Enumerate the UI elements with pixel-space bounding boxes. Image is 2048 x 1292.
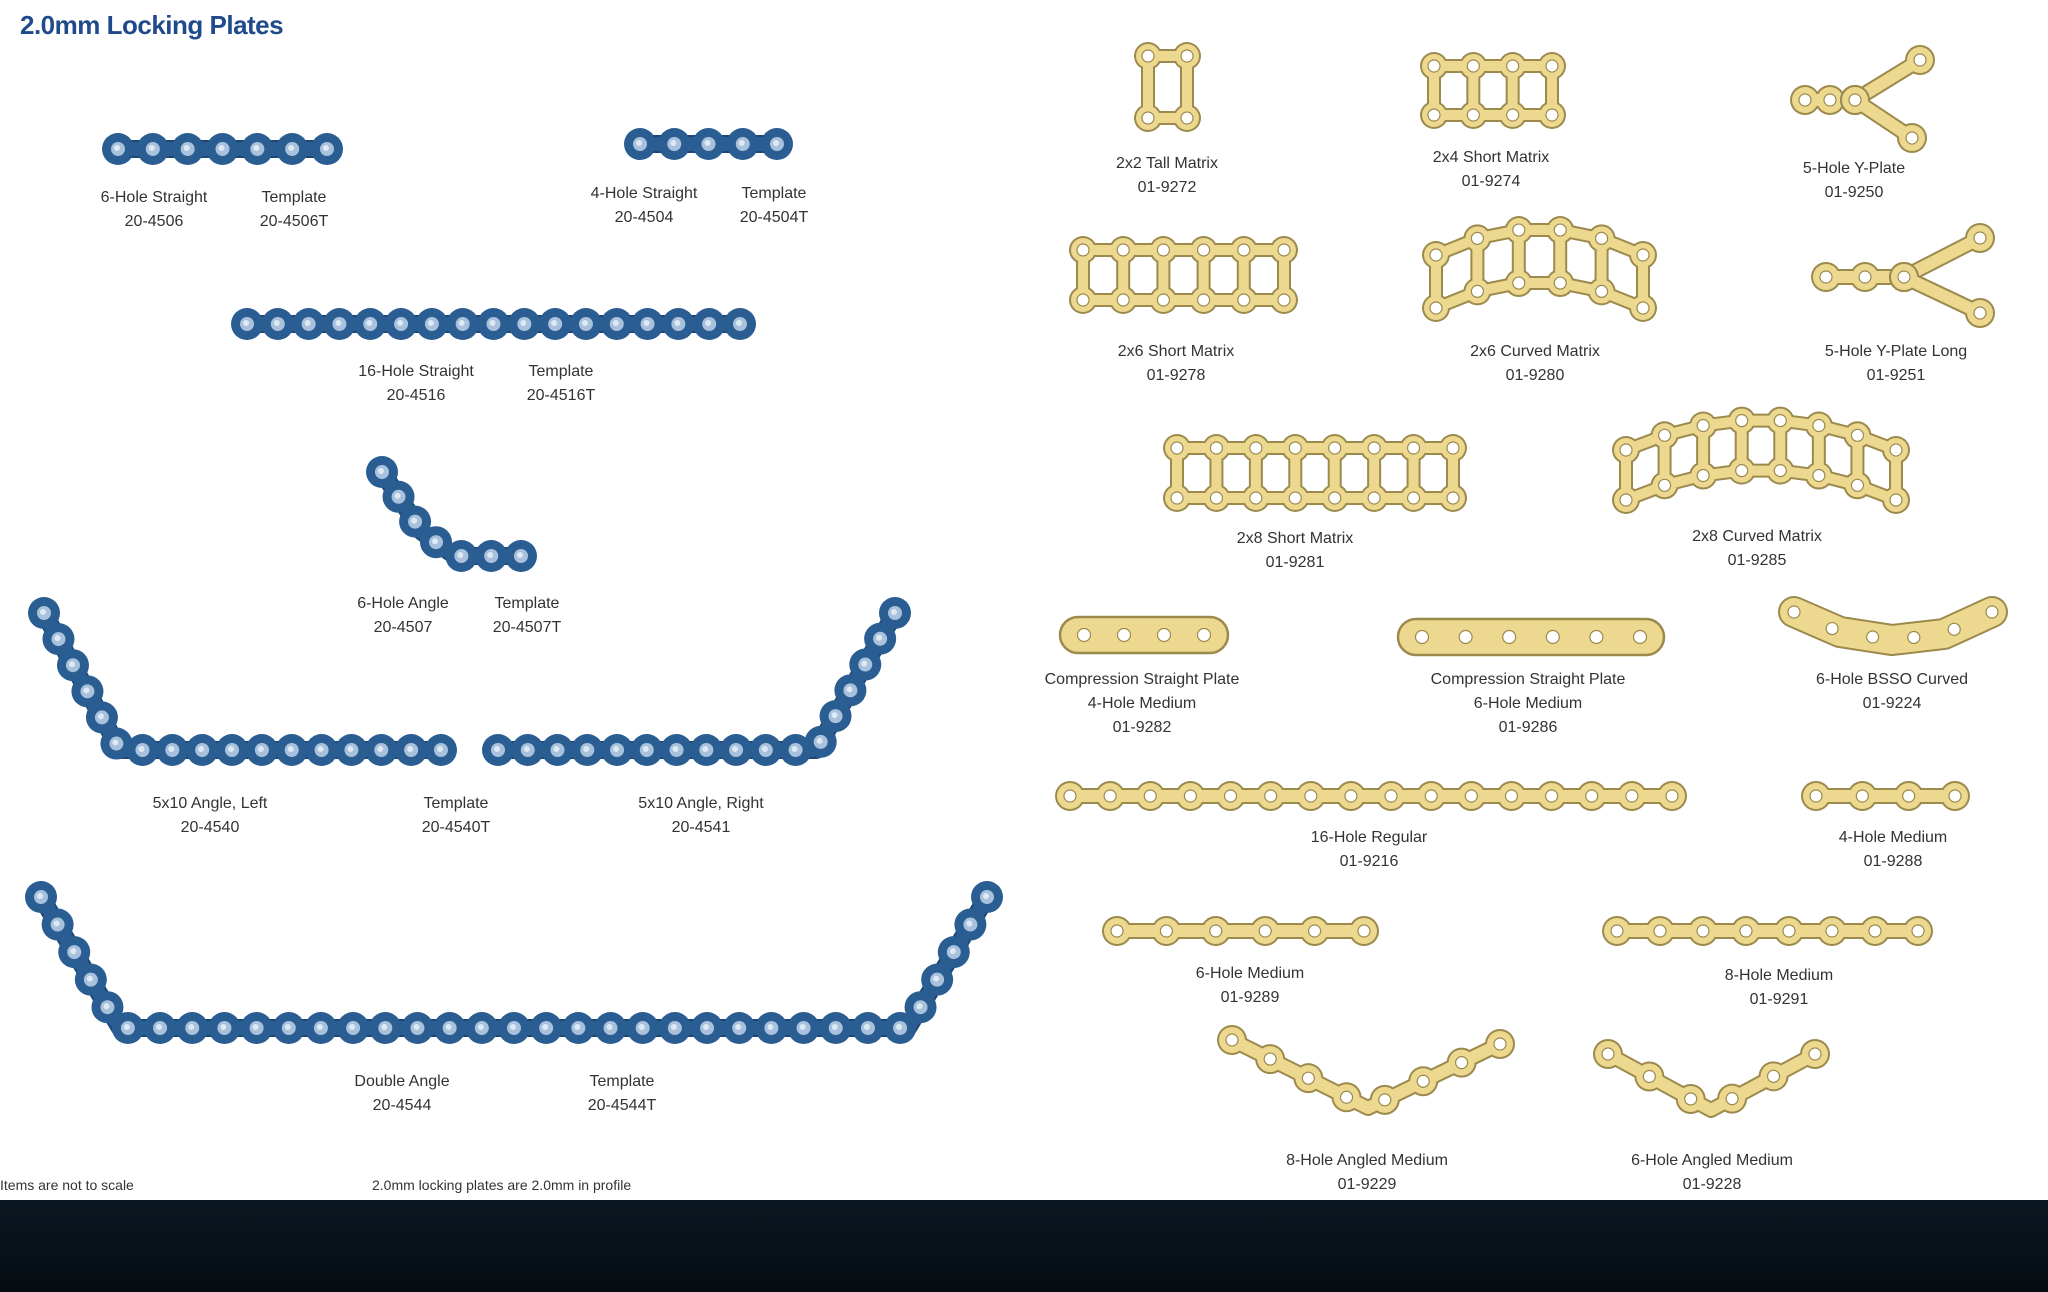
plate-6-hole-straight xyxy=(102,133,343,165)
plate-4-hole-medium xyxy=(1801,781,1970,811)
plate-2x2-tall-matrix xyxy=(1134,42,1201,132)
plate-8-hole-angled-medium xyxy=(1217,1025,1515,1116)
plate-2x6-short-matrix xyxy=(1069,236,1298,314)
plate-illustrations xyxy=(25,42,2008,1118)
plate-5-hole-y-plate-long-arm-down xyxy=(1889,262,1995,328)
plate-2x4-short-matrix xyxy=(1420,52,1566,129)
plate-6-hole-bsso-curved xyxy=(1778,596,2008,656)
plate-2x6-curved-matrix xyxy=(1422,216,1657,322)
plate-2x8-curved-matrix xyxy=(1612,406,1910,514)
plate-compression-6-hole xyxy=(1396,617,1666,657)
plate-5x10-angle-right xyxy=(482,597,911,766)
plate-8-hole-medium xyxy=(1602,916,1933,946)
plate-16-hole-straight xyxy=(231,308,756,340)
plate-6-hole-medium xyxy=(1102,916,1379,946)
footnote-scale: Items are not to scale xyxy=(0,1177,134,1193)
plate-6-hole-angle xyxy=(366,456,537,572)
plate-compression-4-hole xyxy=(1058,615,1230,655)
plate-5x10-angle-left xyxy=(28,597,457,766)
footnote-profile: 2.0mm locking plates are 2.0mm in profil… xyxy=(372,1177,632,1193)
page-title: 2.0mm Locking Plates xyxy=(20,10,284,40)
plate-16-hole-regular xyxy=(1055,781,1687,811)
plate-5-hole-y-plate-arm-down xyxy=(1840,85,1927,153)
plate-6-hole-angled-medium xyxy=(1593,1039,1830,1118)
plate-double-angle xyxy=(25,881,1003,1044)
bottom-dark-band xyxy=(0,1200,2048,1292)
plate-2x8-short-matrix xyxy=(1163,434,1467,512)
plate-4-hole-straight xyxy=(624,128,793,160)
